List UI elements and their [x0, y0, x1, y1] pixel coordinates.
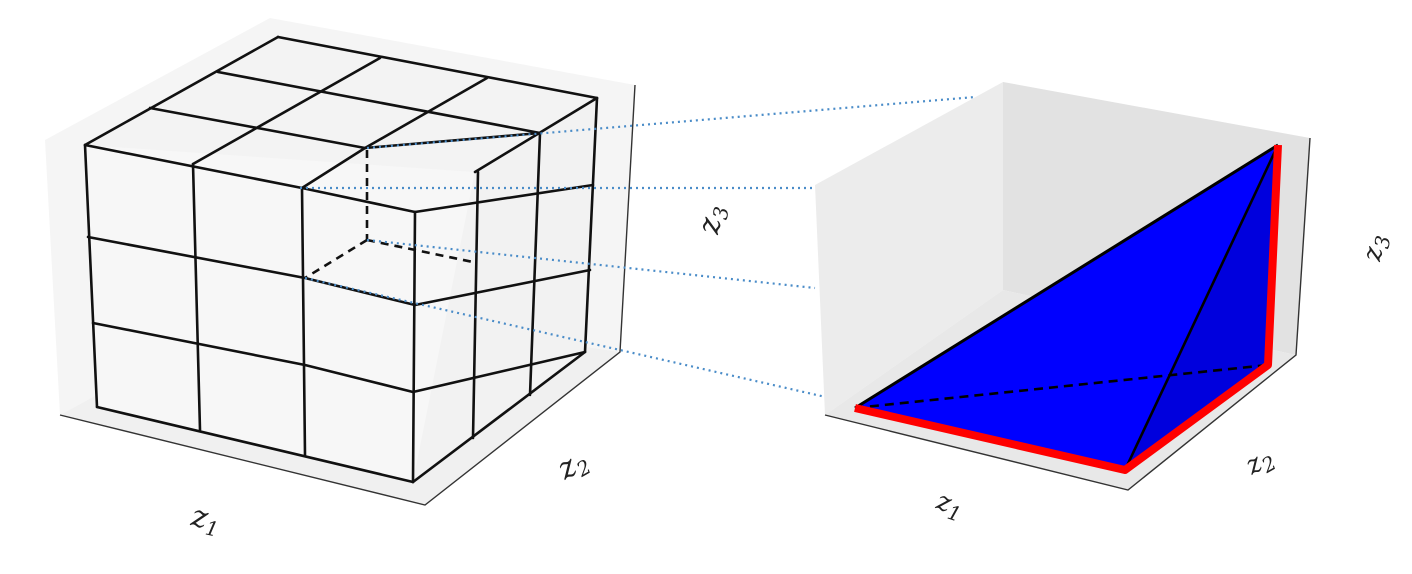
grid-line [471, 170, 480, 440]
grid-line [413, 183, 595, 214]
grid-line [216, 70, 542, 135]
simplex-hidden-edge [854, 363, 1269, 410]
right-pane-edge [824, 137, 1311, 491]
left-cube-highlight-cell [304, 150, 474, 280]
grid-line [411, 210, 417, 484]
left-cube-side-face [413, 98, 597, 482]
left-axis-label-z2: z2 [551, 442, 596, 490]
right-back-pane-left [815, 82, 1003, 415]
simplex-edge [854, 143, 1279, 410]
simplex-face-main [855, 145, 1278, 470]
right-axis-label-z1: z1 [931, 486, 968, 527]
grid-line [411, 350, 587, 394]
grid-line [83, 35, 280, 147]
grid-line [91, 321, 415, 394]
hidden-edge [366, 238, 474, 264]
grid-line [300, 186, 307, 457]
left-axis-label-z1: z1 [187, 498, 224, 541]
right-axis-label-z2: z2 [1240, 442, 1281, 485]
simplex-edge-highlight [854, 144, 1282, 474]
left-cube-plot: z1 z2 z3 [45, 18, 734, 542]
left-pane-edge [59, 84, 636, 506]
zoom-connectors [300, 95, 976, 400]
hidden-edge [304, 238, 368, 280]
grid-line [583, 96, 599, 354]
left-cube-front-face [85, 145, 475, 482]
grid-line [411, 350, 587, 484]
grid-line [300, 146, 367, 190]
grid-line [473, 96, 599, 174]
simplex-edge [1123, 144, 1280, 471]
left-cube-front-grid [83, 143, 417, 484]
right-axis-label-z3: z3 [1357, 232, 1395, 265]
grid-line [528, 131, 542, 397]
right-simplex-plot: z1 z2 z3 [815, 82, 1395, 527]
grid-line [95, 405, 415, 484]
left-cube-side-grid [411, 96, 599, 484]
grid-line [413, 268, 592, 307]
grid-line [276, 35, 599, 100]
grid-line [83, 143, 99, 409]
grid-line [363, 76, 489, 150]
grid-line [191, 162, 202, 432]
grid-line [191, 56, 382, 166]
left-axis-label-z3: z3 [691, 202, 734, 238]
